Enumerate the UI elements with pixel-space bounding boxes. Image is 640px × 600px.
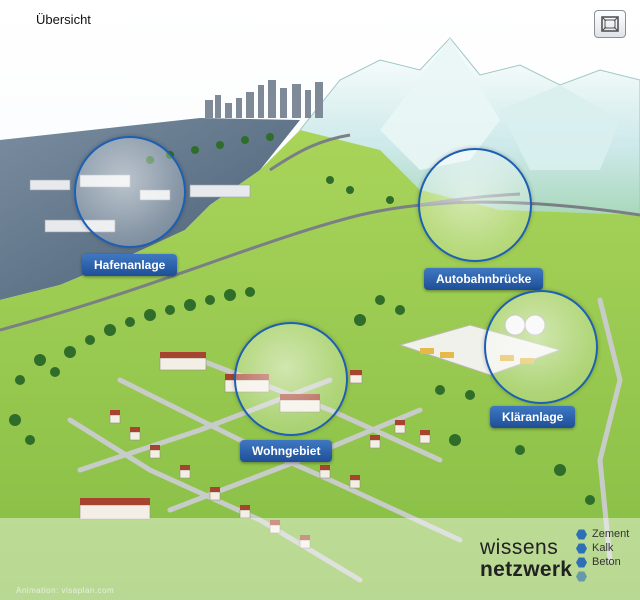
forest bbox=[9, 133, 595, 505]
logo-topic-kalk: Kalk bbox=[576, 542, 629, 556]
logo-word-netzwerk: netzwerk bbox=[480, 558, 573, 581]
logo-topic-blank bbox=[576, 570, 629, 584]
hotspot-klaeranlage[interactable] bbox=[484, 290, 598, 404]
magnifier-lens bbox=[234, 322, 348, 436]
hotspot-hafenanlage[interactable] bbox=[74, 136, 186, 248]
hexagon-icon bbox=[576, 529, 587, 540]
hexagon-icon bbox=[576, 571, 587, 582]
hotspot-wohngebiet[interactable] bbox=[234, 322, 348, 436]
animation-credit: Animation: visaplan.com bbox=[16, 586, 115, 595]
logo-topic-beton: Beton bbox=[576, 556, 629, 570]
label-hafenanlage[interactable]: Hafenanlage bbox=[82, 254, 178, 276]
logo-topic-zement: Zement bbox=[576, 528, 629, 542]
hexagon-icon bbox=[576, 557, 587, 568]
label-wohngebiet[interactable]: Wohngebiet bbox=[240, 440, 333, 462]
label-klaeranlage[interactable]: Kläranlage bbox=[490, 406, 576, 428]
logo-word-wissens: wissens bbox=[480, 536, 559, 559]
footer-band bbox=[0, 518, 640, 600]
fullscreen-icon bbox=[601, 16, 619, 32]
fullscreen-button[interactable] bbox=[594, 10, 626, 38]
page-title: Übersicht bbox=[36, 12, 91, 27]
magnifier-lens bbox=[74, 136, 186, 248]
label-autobahnbruecke[interactable]: Autobahnbrücke bbox=[424, 268, 544, 290]
hotspot-autobahnbruecke[interactable] bbox=[418, 148, 532, 262]
city-skyline bbox=[205, 80, 323, 118]
hexagon-icon bbox=[576, 543, 587, 554]
logo-topics: Zement Kalk Beton bbox=[576, 528, 629, 584]
magnifier-lens bbox=[418, 148, 532, 262]
magnifier-lens bbox=[484, 290, 598, 404]
